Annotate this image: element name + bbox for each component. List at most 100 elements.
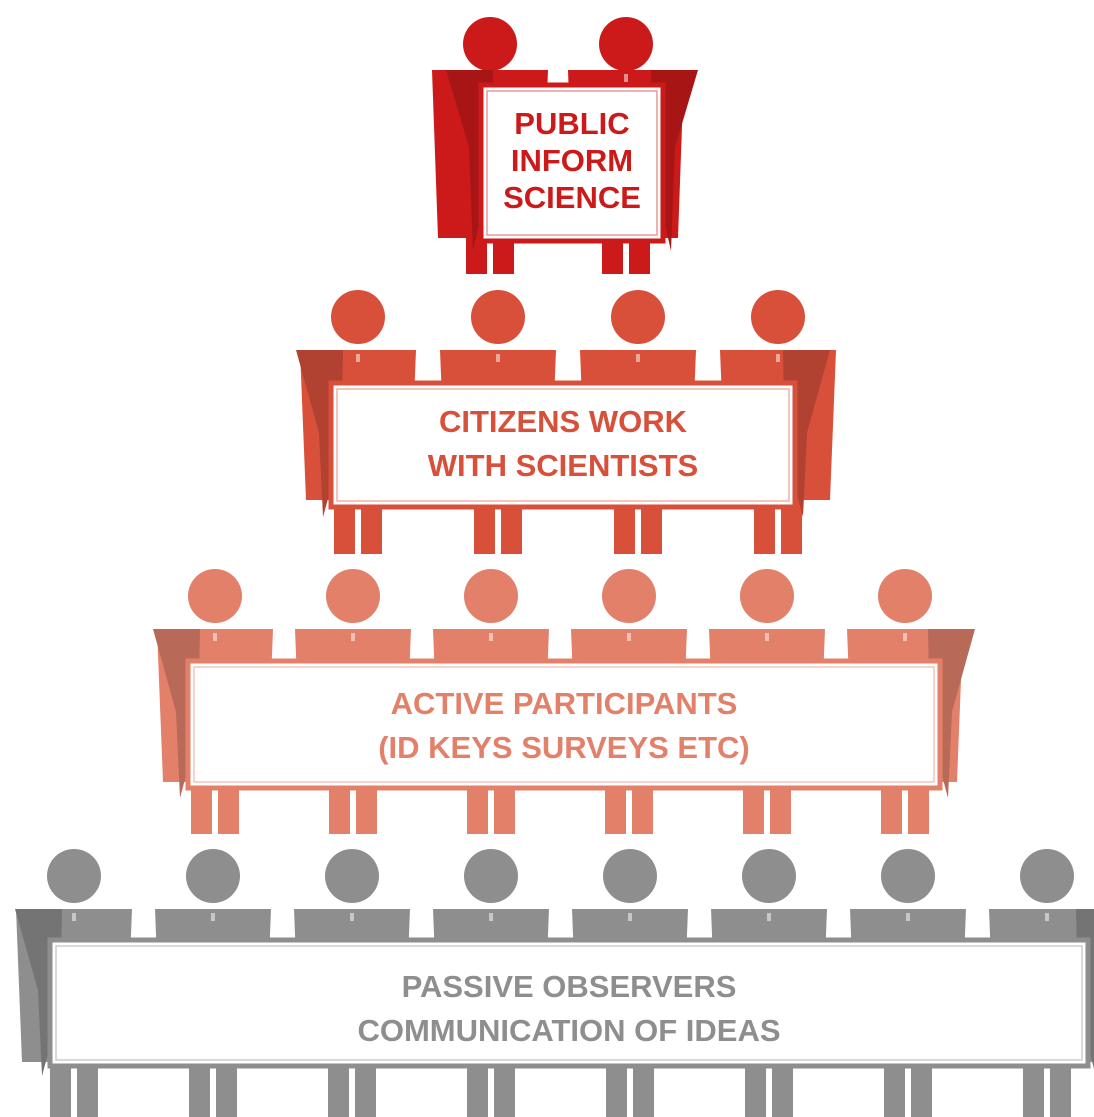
person-leg [641, 500, 662, 554]
tier-citizens-work-with-scientists: CITIZENS WORK WITH SCIENTISTS [296, 290, 836, 554]
person-shoulder-mark [489, 913, 493, 921]
person-head [740, 569, 794, 623]
person-leg [770, 782, 791, 834]
person-shoulder-mark [765, 633, 769, 641]
person-head [331, 290, 385, 344]
person-leg [474, 500, 495, 554]
person-head [325, 849, 379, 903]
person-leg [743, 782, 764, 834]
person-leg [361, 500, 382, 554]
person-leg [191, 782, 212, 834]
person-leg [467, 1062, 488, 1117]
person-leg [218, 782, 239, 834]
person-shoulder-mark [211, 913, 215, 921]
person-leg [605, 782, 626, 834]
person-head [603, 849, 657, 903]
person-shoulder-mark [628, 913, 632, 921]
tier-passive-observers: PASSIVE OBSERVERS COMMUNICATION OF IDEAS [15, 849, 1094, 1117]
person-shoulder-mark [213, 633, 217, 641]
person-leg [602, 238, 623, 274]
person-shoulder-mark [356, 354, 360, 362]
person-leg [1050, 1062, 1071, 1117]
person-leg [334, 500, 355, 554]
person-shoulder-mark [72, 913, 76, 921]
person-head [188, 569, 242, 623]
person-leg [329, 782, 350, 834]
person-leg [494, 1062, 515, 1117]
sign-inner-border [55, 945, 1083, 1061]
person-leg [216, 1062, 237, 1117]
person-leg [884, 1062, 905, 1117]
sign-text-line: PUBLIC [514, 106, 629, 141]
person-shoulder-mark [906, 913, 910, 921]
person-shoulder-mark [636, 354, 640, 362]
person-leg [911, 1062, 932, 1117]
sign-text-line: INFORM [511, 143, 633, 178]
person-leg [328, 1062, 349, 1117]
person-shoulder-mark [627, 633, 631, 641]
person-head [471, 290, 525, 344]
sign-board [478, 82, 666, 244]
person-head [878, 569, 932, 623]
person-leg [356, 782, 377, 834]
sign-text-line: SCIENCE [503, 180, 641, 215]
person-leg [77, 1062, 98, 1117]
person-head [47, 849, 101, 903]
person-shoulder-mark [903, 633, 907, 641]
person-shoulder-mark [767, 913, 771, 921]
sign-board [47, 937, 1091, 1069]
person-head [751, 290, 805, 344]
person-head [464, 569, 518, 623]
person-head [1020, 849, 1074, 903]
person-leg [467, 782, 488, 834]
person-leg [50, 1062, 71, 1117]
tier-active-participants: ACTIVE PARTICIPANTS (ID KEYS SURVEYS ETC) [153, 569, 975, 834]
person-shoulder-mark [1045, 913, 1049, 921]
person-head [881, 849, 935, 903]
person-leg [614, 500, 635, 554]
person-leg [745, 1062, 766, 1117]
person-leg [466, 238, 487, 274]
person-shoulder-mark [489, 633, 493, 641]
person-leg [629, 238, 650, 274]
person-shoulder-mark [350, 913, 354, 921]
person-leg [754, 500, 775, 554]
person-leg [494, 782, 515, 834]
person-shoulder-mark [776, 354, 780, 362]
person-head [186, 849, 240, 903]
person-shoulder-mark [496, 354, 500, 362]
sign-board [328, 380, 798, 510]
person-leg [772, 1062, 793, 1117]
sign-board [185, 658, 943, 791]
person-leg [633, 1062, 654, 1117]
person-head [599, 17, 653, 71]
sign-text-line: WITH SCIENTISTS [428, 448, 698, 483]
person-leg [881, 782, 902, 834]
sign-text-line: ACTIVE PARTICIPANTS [391, 686, 738, 721]
person-leg [355, 1062, 376, 1117]
person-head [611, 290, 665, 344]
person-head [464, 849, 518, 903]
sign-text-line: COMMUNICATION OF IDEAS [357, 1013, 780, 1048]
person-leg [1023, 1062, 1044, 1117]
person-leg [501, 500, 522, 554]
person-head [326, 569, 380, 623]
person-head [742, 849, 796, 903]
sign-inner-border [336, 388, 790, 502]
person-leg [781, 500, 802, 554]
sign-text-line: CITIZENS WORK [439, 404, 688, 439]
person-head [463, 17, 517, 71]
person-head [602, 569, 656, 623]
sign-text-line: PASSIVE OBSERVERS [402, 969, 737, 1004]
person-leg [908, 782, 929, 834]
sign-inner-border [193, 666, 935, 783]
sign-text-line: (ID KEYS SURVEYS ETC) [378, 730, 750, 765]
person-leg [493, 238, 514, 274]
person-leg [632, 782, 653, 834]
person-leg [189, 1062, 210, 1117]
person-shoulder-mark [624, 74, 628, 82]
person-shoulder-mark [351, 633, 355, 641]
